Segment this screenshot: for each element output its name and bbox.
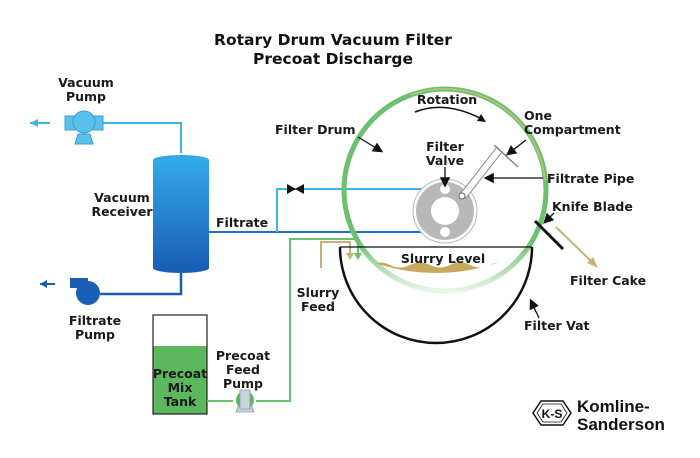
filter-valve-label-2: Valve — [426, 153, 464, 168]
vacuum-pump-label-1: Vacuum — [58, 75, 114, 90]
filter-cake-label: Filter Cake — [570, 273, 646, 288]
logo-mark: K-S — [542, 407, 563, 421]
filter-valve-icon — [412, 178, 478, 244]
filtrate-pump-label-1: Filtrate — [69, 313, 121, 328]
one-compartment-label-2: Compartment — [524, 122, 621, 137]
logo-line-1: Komline- — [577, 397, 650, 416]
precoat-feed-pump-label-2: Feed — [226, 362, 260, 377]
precoat-mix-tank-icon — [152, 314, 208, 415]
filtrate-pipe-label: Filtrate Pipe — [547, 171, 634, 186]
precoat-mix-tank-label-1: Precoat — [153, 366, 207, 381]
precoat-mix-tank-label-2: Mix — [168, 380, 193, 395]
callout-lines — [357, 136, 555, 319]
knife-blade-icon — [533, 219, 565, 251]
filtrate-pipe-icon — [458, 144, 519, 200]
filtrate-label: Filtrate — [216, 215, 268, 230]
one-compartment-label-1: One — [524, 108, 552, 123]
filtrate-pump-icon — [70, 278, 100, 305]
filtrate-pump-line — [40, 273, 183, 296]
precoat-feed-pump-label-3: Pump — [223, 376, 263, 391]
komline-sanderson-logo: K-S Komline- Sanderson — [532, 397, 665, 434]
rotation-arrow-icon — [414, 106, 486, 122]
filter-vat-label: Filter Vat — [524, 318, 590, 333]
slurry-feed-label-2: Feed — [301, 299, 335, 314]
filter-drum-label: Filter Drum — [275, 122, 356, 137]
valve-icon — [287, 184, 304, 194]
slurry-level-label: Slurry Level — [401, 251, 485, 266]
precoat-mix-tank-label-3: Tank — [164, 394, 197, 409]
logo-line-2: Sanderson — [577, 415, 665, 434]
slurry-feed-line — [320, 241, 354, 268]
precoat-feed-pump-label-1: Precoat — [216, 348, 270, 363]
filtrate-pump-label-2: Pump — [75, 327, 115, 342]
title-line-1: Rotary Drum Vacuum Filter — [214, 31, 452, 49]
filter-cake-arrow — [555, 226, 598, 268]
precoat-feed-pump-icon — [235, 389, 255, 413]
filter-drum — [341, 86, 549, 294]
title-line-2: Precoat Discharge — [253, 50, 413, 68]
rotation-label: Rotation — [417, 92, 477, 107]
vacuum-pump-label-2: Pump — [66, 89, 106, 104]
filtrate-line — [209, 188, 440, 233]
vacuum-receiver-label-1: Vacuum — [94, 190, 150, 205]
vacuum-receiver-label-2: Receiver — [91, 204, 153, 219]
vacuum-receiver-icon — [153, 155, 209, 273]
slurry-feed-label-1: Slurry — [297, 285, 340, 300]
filter-vat — [338, 246, 534, 345]
vacuum-line — [30, 119, 182, 153]
vacuum-pump-icon — [64, 110, 104, 145]
filter-valve-label-1: Filter — [426, 139, 465, 154]
knife-blade-label: Knife Blade — [552, 199, 633, 214]
